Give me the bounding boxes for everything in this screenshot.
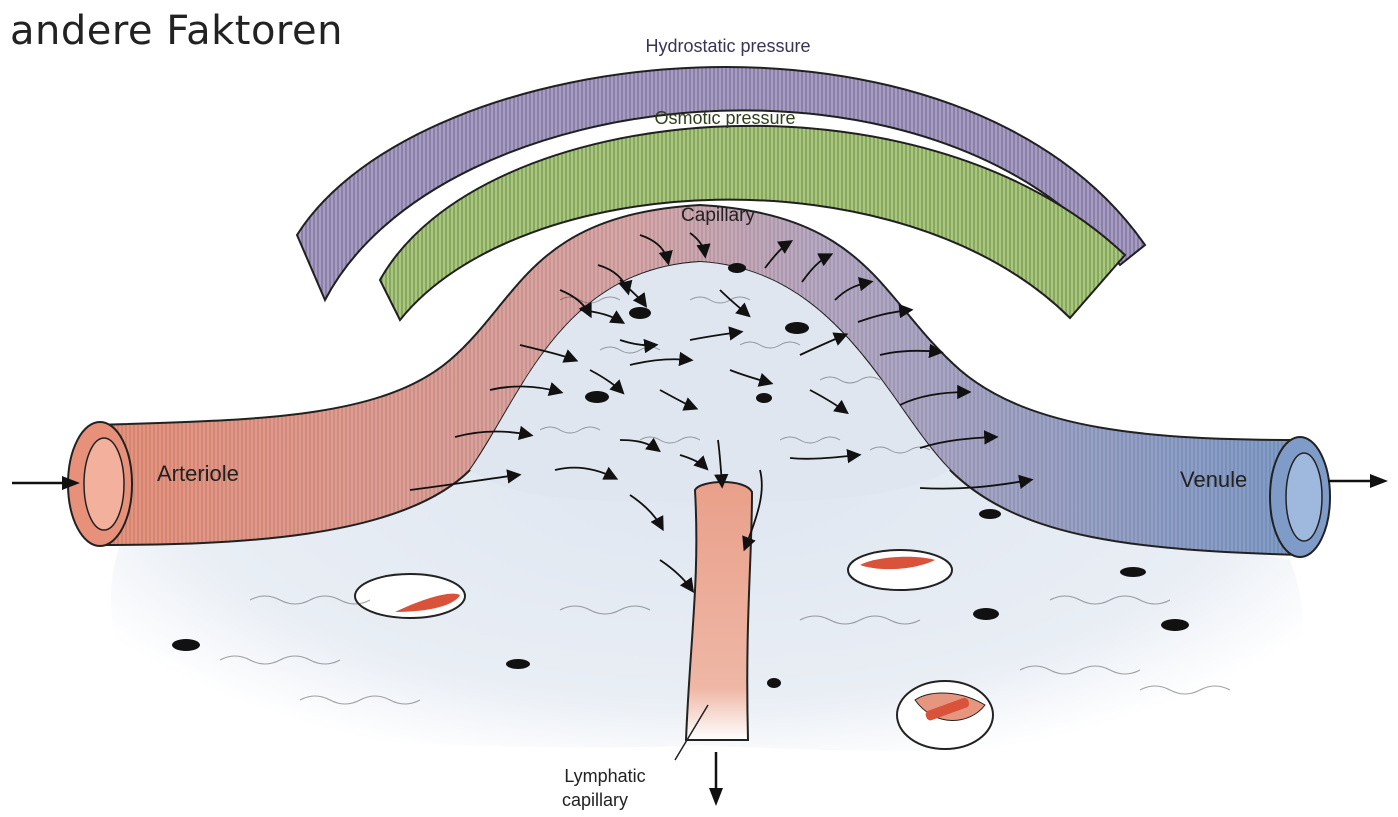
lymphatic-label-line1: Lymphatic (564, 766, 645, 786)
flow-out-arrow (1328, 474, 1388, 488)
tissue-vessel-right (848, 550, 952, 590)
tissue-vessel-left (355, 574, 465, 618)
arteriole-label: Arteriole (157, 461, 239, 486)
lymphatic-label-line2: capillary (562, 790, 628, 810)
hydrostatic-pressure-label: Hydrostatic pressure (645, 36, 810, 56)
venule-label: Venule (1180, 467, 1247, 492)
osmotic-pressure-label: Osmotic pressure (654, 108, 795, 128)
capillary-label: Capillary (681, 205, 755, 226)
tissue-vessel-bottom (897, 681, 993, 749)
lymph-drain-arrow (709, 752, 723, 806)
